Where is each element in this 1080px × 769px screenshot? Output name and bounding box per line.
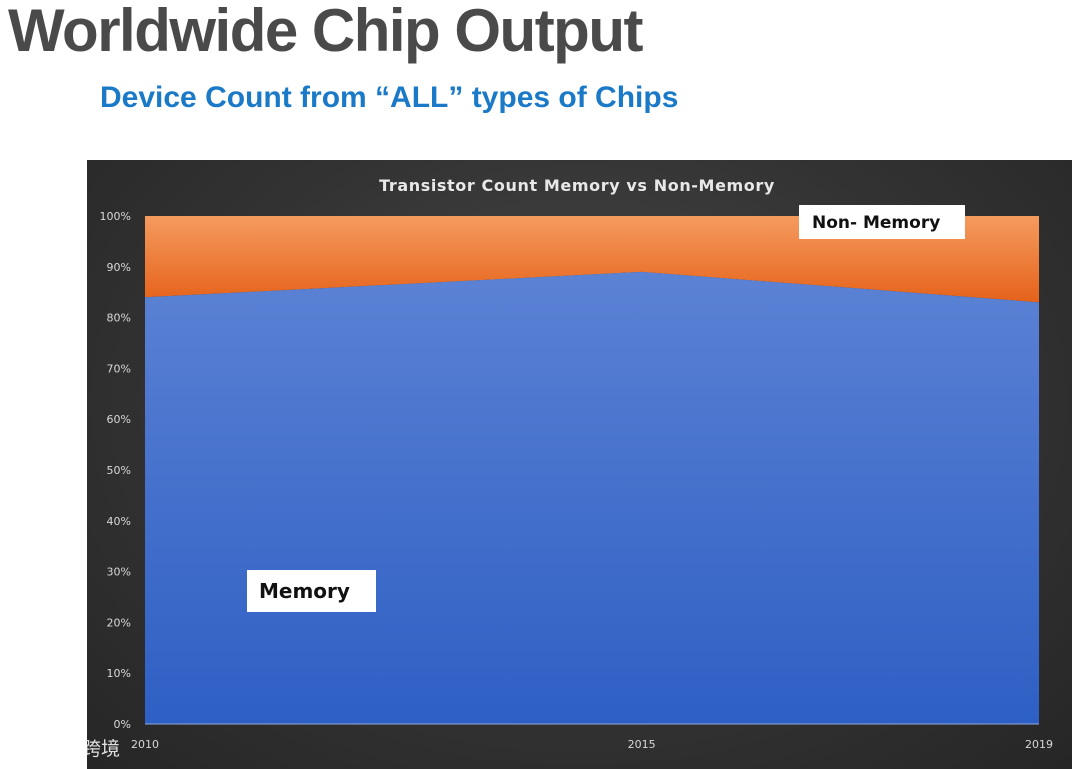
y-tick-label: 0% bbox=[114, 718, 131, 731]
y-tick-label: 90% bbox=[107, 261, 131, 274]
y-tick-label: 40% bbox=[107, 515, 131, 528]
y-tick-label: 60% bbox=[107, 413, 131, 426]
chart-title: Transistor Count Memory vs Non-Memory bbox=[379, 176, 775, 195]
chart-svg: Transistor Count Memory vs Non-Memory 0%… bbox=[100, 176, 1053, 751]
plot-area bbox=[145, 216, 1039, 725]
y-tick-label: 20% bbox=[107, 616, 131, 629]
watermark-text: 大数跨境 bbox=[44, 739, 121, 760]
area-memory bbox=[145, 271, 1039, 724]
y-tick-label: 70% bbox=[107, 362, 131, 375]
label-non-memory-box bbox=[799, 205, 965, 239]
y-tick-label: 80% bbox=[107, 312, 131, 325]
page-title: Worldwide Chip Output bbox=[8, 0, 643, 64]
label-non-memory: Non- Memory bbox=[812, 213, 940, 233]
chart-area: Transistor Count Memory vs Non-Memory 0%… bbox=[87, 160, 1072, 769]
y-tick-label: 10% bbox=[107, 667, 131, 680]
y-axis: 0% 10% 20% 30% 40% 50% 60% 70% 80% 90% 100% bbox=[100, 210, 131, 731]
page-subtitle: Device Count from “ALL” types of Chips bbox=[100, 81, 679, 114]
watermark-logo-icon bbox=[10, 739, 37, 755]
y-tick-label: 100% bbox=[100, 210, 131, 223]
watermark: 大数跨境 bbox=[8, 734, 120, 761]
label-memory: Memory bbox=[259, 579, 350, 603]
label-memory-box bbox=[247, 570, 376, 612]
y-tick-label: 50% bbox=[107, 464, 131, 477]
x-tick-label: 2010 bbox=[131, 738, 159, 751]
x-axis: 2010 2015 2019 bbox=[131, 738, 1053, 751]
x-tick-label: 2015 bbox=[628, 738, 656, 751]
x-tick-label: 2019 bbox=[1025, 738, 1053, 751]
y-tick-label: 30% bbox=[107, 566, 131, 579]
